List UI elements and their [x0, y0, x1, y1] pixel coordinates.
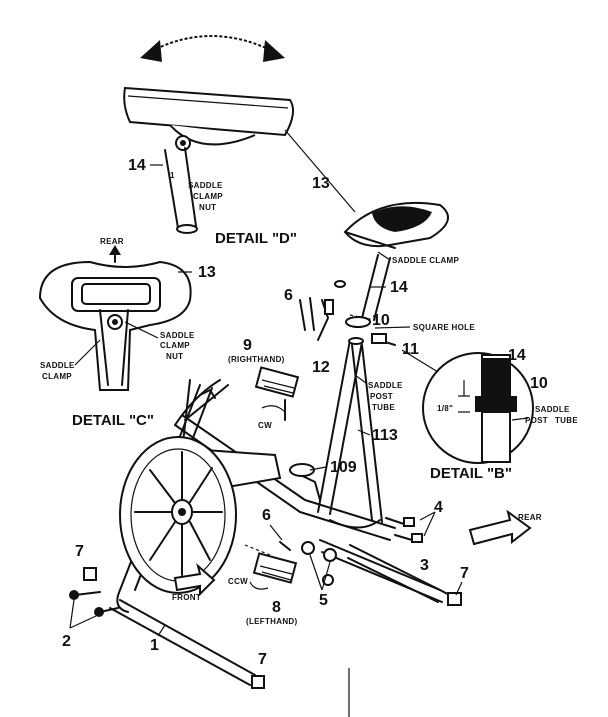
detail-b-title: DETAIL "B": [430, 465, 512, 482]
saddle-clamp-label: SADDLE CLAMP: [392, 256, 460, 265]
rear-label: REAR: [100, 237, 124, 246]
b-saddle-post-tube-1: SADDLE: [535, 405, 570, 414]
leader-13: [284, 129, 356, 213]
square-hole-label: SQUARE HOLE: [413, 323, 475, 332]
part-number-7-left: 7: [75, 543, 84, 560]
part-number-109: 109: [330, 459, 357, 476]
part-number-13-top: 13: [312, 175, 330, 192]
detail-d-saddle-side-view: [123, 86, 295, 234]
detail-d-title: DETAIL "D": [215, 230, 297, 247]
part-number-7-rear: 7: [460, 565, 469, 582]
c-saddle-clamp-nut-1: SADDLE: [160, 331, 195, 340]
detail-c-title: DETAIL "C": [72, 412, 154, 429]
c-clamp-label: CLAMP: [42, 372, 72, 381]
part-number-14-post: 14: [390, 279, 408, 296]
front-label: FRONT: [172, 593, 201, 602]
b-saddle-post-tube-3: TUBE: [555, 416, 578, 425]
one-label: 1: [170, 171, 175, 180]
part-number-113: 113: [372, 427, 398, 444]
c-saddle-clamp-nut-2: CLAMP: [160, 341, 190, 350]
part-number-8: 8: [272, 599, 281, 616]
part-number-7-bottom: 7: [258, 651, 267, 668]
part-number-11: 11: [402, 341, 419, 358]
clamp-bolt-parts: [299, 280, 396, 346]
rear-direction-arrow-icon: [468, 509, 532, 546]
saddle-clamp-nut-label-1: SADDLE: [188, 181, 223, 190]
saddle-clamp-nut-label-3: NUT: [199, 203, 216, 212]
b-saddle-post-tube-2: POST: [525, 416, 548, 425]
c-saddle-label: SADDLE: [40, 361, 75, 370]
fraction-label: 1/8": [437, 404, 453, 413]
saddle: [343, 201, 449, 249]
cw-label: CW: [258, 421, 272, 430]
right-pedal: [254, 366, 300, 421]
saddle-post-tube-label-3: TUBE: [372, 403, 395, 412]
rear-stabilizer: [347, 544, 462, 606]
part-number-6-bottom: 6: [262, 507, 271, 524]
part-number-9: 9: [243, 337, 252, 354]
rotation-arrow-icon: [140, 34, 285, 62]
part-number-5: 5: [319, 592, 328, 609]
righthand-label: (RIGHTHAND): [228, 355, 285, 364]
part-number-12: 12: [312, 359, 330, 376]
detail-c-saddle-top-view: [38, 245, 192, 391]
front-direction-arrow-icon: [173, 563, 216, 597]
rear-arrow-label: REAR: [518, 513, 542, 522]
part-number-10-detail-b: 10: [530, 375, 548, 392]
front-stabilizer: [83, 567, 265, 689]
part-number-4: 4: [434, 499, 443, 516]
flywheel: [119, 436, 237, 594]
part-number-2: 2: [62, 633, 71, 650]
part-number-13-detail-c: 13: [198, 264, 216, 281]
ccw-arrow-icon: [249, 581, 269, 590]
rear-bolts: [385, 511, 436, 543]
cw-arrow-icon: [261, 405, 286, 413]
detail-b-magnified-view: [422, 352, 534, 464]
left-pedal: [244, 544, 298, 584]
part-number-14: 14: [128, 157, 146, 174]
crank-nuts: [279, 541, 337, 591]
saddle-post-tube-label-1: SADDLE: [368, 381, 403, 390]
part-number-1: 1: [150, 637, 159, 654]
ccw-label: CCW: [228, 577, 248, 586]
part-number-6-top: 6: [284, 287, 293, 304]
part-number-10: 10: [372, 312, 390, 329]
saddle-post-tube-label-2: POST: [370, 392, 393, 401]
front-bolts: [69, 590, 119, 629]
c-saddle-clamp-nut-3: NUT: [166, 352, 183, 361]
part-number-14-detail-b: 14: [508, 347, 526, 364]
lefthand-label: (LEFTHAND): [246, 617, 297, 626]
saddle-clamp-nut-label-2: CLAMP: [193, 192, 223, 201]
part-number-3: 3: [420, 557, 429, 574]
